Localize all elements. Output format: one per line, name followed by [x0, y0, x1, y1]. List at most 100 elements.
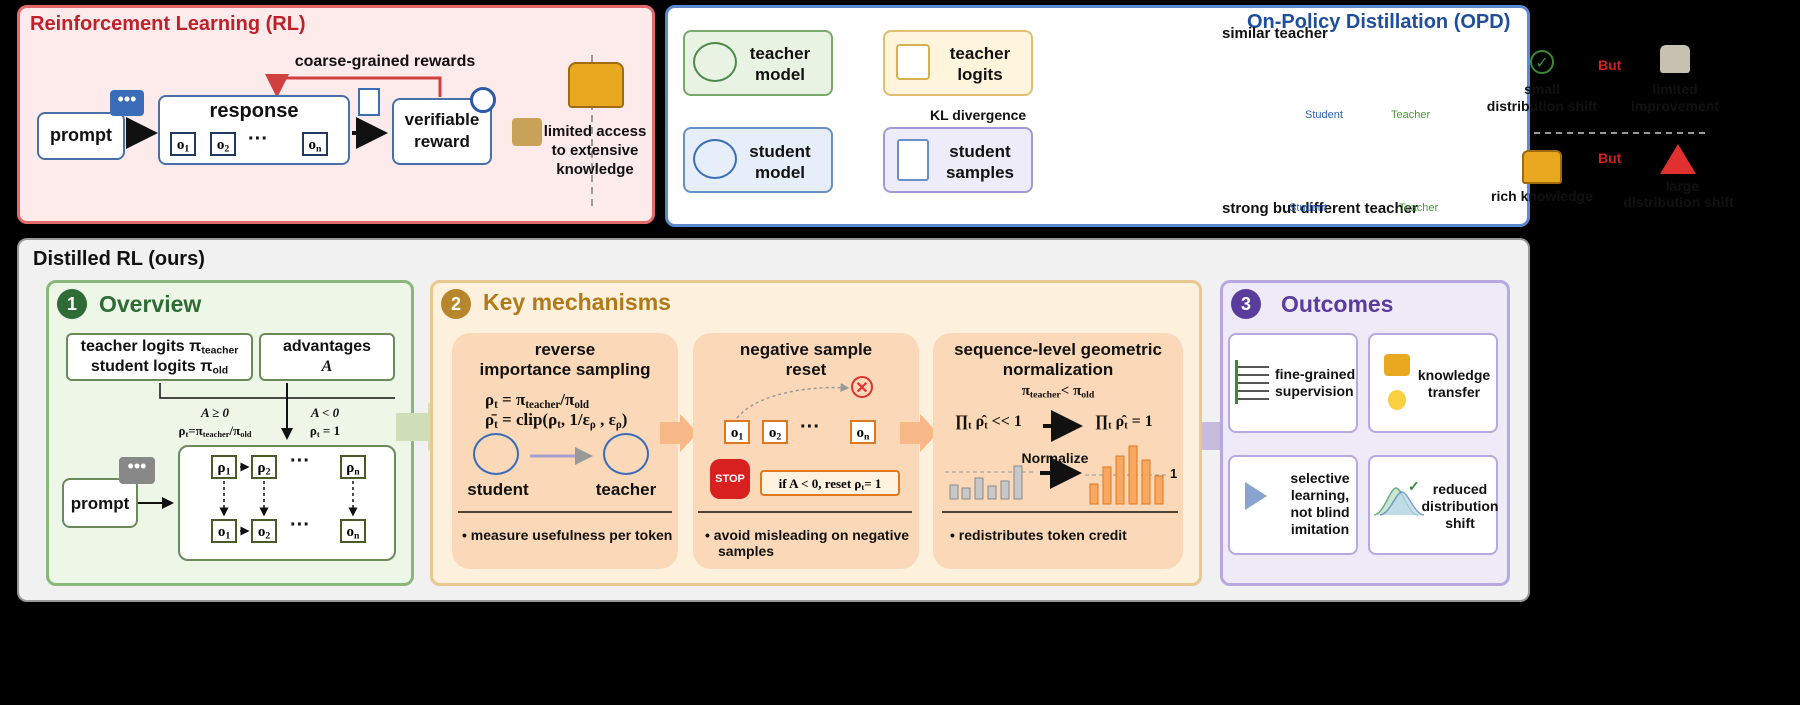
student-model-box: [683, 127, 833, 193]
chat-icon: •••: [110, 90, 144, 116]
rl-response-label: response: [209, 100, 299, 122]
document-icon: [897, 139, 929, 181]
rl-token-on: on: [302, 132, 328, 156]
filter-icon: [1245, 482, 1267, 510]
mech1-note: • measure usefulness per token: [462, 527, 673, 543]
stop-sign-icon: STOP: [710, 459, 750, 499]
outcome-card-knowledge: [1368, 333, 1498, 433]
mech2-token-o2: o2: [762, 420, 788, 444]
o-n: on: [340, 519, 366, 543]
limited-access-line2: to extensive: [551, 142, 639, 159]
mech1-teacher-label: teacher: [595, 480, 657, 499]
mech3-product-after: ∏t ρ̂t = 1: [1095, 413, 1153, 432]
small-check-icon: ✓: [1408, 478, 1420, 494]
mech2-token-on: on: [850, 420, 876, 444]
reward-label: reward: [414, 132, 470, 151]
rho-ellipsis: ···: [290, 450, 310, 472]
advantages-box: [259, 333, 395, 381]
reject-icon: ✕: [851, 376, 873, 398]
mech2-card: [693, 333, 919, 569]
rl-token-o2: o2: [210, 132, 236, 156]
outcome-selective-line3: not blind: [1290, 504, 1350, 520]
mech3-condition: πteacher< πold: [1021, 383, 1095, 401]
checklist-icon: [358, 88, 380, 116]
checklist-lines-icon: [1235, 360, 1269, 404]
arrow-mech1-to-mech2: [660, 422, 680, 444]
teacher-logits-label1: teacher: [949, 44, 1011, 63]
outcome-shift-line1: reduced: [1432, 481, 1488, 497]
kl-divergence-label: KL divergence: [930, 107, 1027, 123]
mech2-note-line2: samples: [718, 543, 775, 559]
arrow-overview-to-mechanisms: [396, 413, 428, 441]
rl-prompt-box: [37, 112, 125, 160]
arrow-mech2-to-mech3: [900, 422, 920, 444]
o-2: o2: [251, 519, 277, 543]
check-icon: ✓: [1530, 50, 1554, 74]
mech2-title-line1: negative sample: [739, 340, 873, 359]
student-network-icon: [693, 139, 737, 179]
but-label-2: But: [1598, 150, 1622, 166]
small-shift-line2: distribution shift: [1486, 98, 1598, 114]
legend-student-2: Student: [1289, 202, 1327, 214]
advantages-symbol: A: [321, 358, 333, 375]
mech2-ellipsis: ···: [800, 416, 820, 438]
teacher-network-icon: [693, 42, 737, 82]
large-shift-line2: distribution shift: [1623, 194, 1734, 210]
coarse-rewards-label: coarse-grained rewards: [294, 53, 476, 70]
student-model-label1: student: [749, 142, 811, 161]
empty-chest-icon: [1660, 45, 1690, 73]
cond-right-line1: A < 0: [310, 405, 340, 420]
advantages-label: advantages: [282, 338, 372, 355]
strong-teacher-label: strong but different teacher: [1222, 200, 1418, 217]
teacher-logits-label2: logits: [957, 65, 1003, 84]
but-label-1: But: [1598, 57, 1622, 73]
outcomes-number-badge: 3: [1231, 289, 1261, 319]
overview-number-badge: 1: [57, 289, 87, 319]
legend-student-1: Student: [1305, 109, 1343, 121]
rl-token-o1: o1: [170, 132, 196, 156]
student-samples-label1: student: [949, 142, 1011, 161]
mech1-formula2: ρ̄t = clip(ρt, 1/ερ , ερ): [485, 410, 628, 431]
drl-title: Distilled RL (ours): [33, 248, 205, 270]
student-logits-text: student logits πold: [90, 358, 229, 377]
outcome-selective-line4: imitation: [1290, 521, 1350, 537]
rich-chest-icon: [1522, 150, 1562, 184]
legend-teacher-1: Teacher: [1391, 109, 1431, 121]
o-1: o1: [211, 519, 237, 543]
mechanisms-title: Key mechanisms: [483, 289, 671, 315]
mech2-title-line2: reset: [785, 360, 827, 379]
teacher-logits-text: teacher logits πteacher: [80, 338, 239, 357]
rho-1: ρ1: [211, 455, 237, 479]
outcome-selective-line1: selective: [1290, 470, 1350, 486]
student-model-label2: model: [754, 163, 806, 182]
overview-chat-icon: •••: [119, 457, 155, 484]
mech1-student-network-icon: [473, 433, 519, 475]
mech2-note-line1: • avoid misleading on negative: [705, 527, 910, 543]
outcome-knowledge-line2: transfer: [1427, 384, 1481, 400]
o-ellipsis: ···: [290, 514, 310, 536]
limited-access-line3: knowledge: [556, 161, 634, 178]
limited-access-line1: limited access: [543, 123, 647, 140]
mechanisms-number-badge: 2: [441, 289, 471, 319]
outcome-supervision-line1: fine-grained: [1275, 366, 1356, 382]
threshold-one-label: 1: [1170, 466, 1178, 481]
outcome-shift-line2: distribution: [1421, 498, 1499, 514]
outcomes-title: Outcomes: [1281, 291, 1394, 317]
cond-left-line2: ρt=πteacher/πold: [178, 423, 252, 440]
verifiable-label: verifiable: [404, 110, 480, 129]
outcome-supervision-line2: supervision: [1275, 383, 1354, 399]
cond-left-line1: A ≥ 0: [200, 405, 230, 420]
outcome-shift-line3: shift: [1445, 515, 1475, 531]
outcome-chest-icon: [1384, 354, 1410, 376]
warning-icon: [1660, 144, 1696, 174]
outcome-selective-line2: learning,: [1290, 487, 1350, 503]
limited-improvement-line2: improvement: [1631, 98, 1719, 114]
overview-title: Overview: [99, 291, 202, 317]
teacher-model-label1: teacher: [749, 44, 811, 63]
small-shift-line1: small: [1524, 81, 1560, 97]
mech3-title-line2: normalization: [1002, 360, 1114, 379]
